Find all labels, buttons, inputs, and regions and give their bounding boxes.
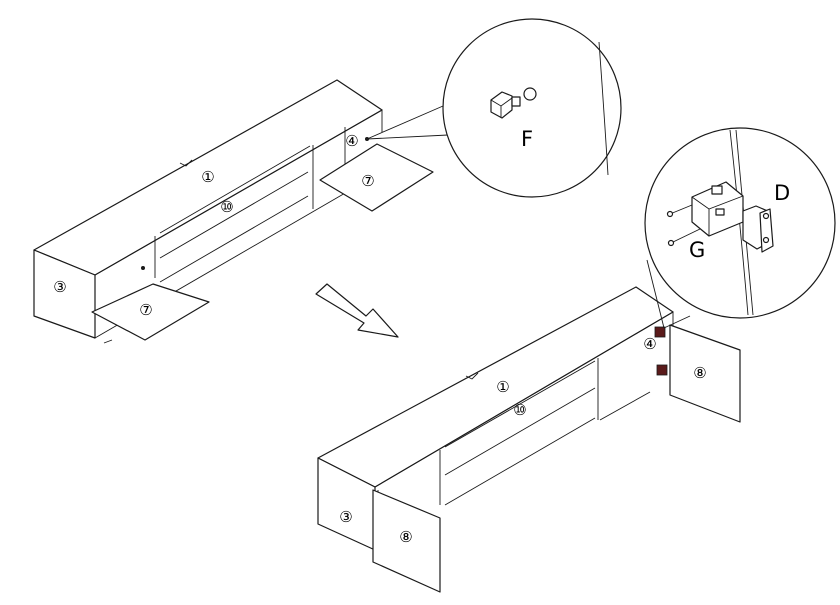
part-number-1: ① bbox=[201, 168, 214, 186]
svg-text:⑧: ⑧ bbox=[693, 364, 706, 382]
detail-circle-hinge: D G bbox=[644, 127, 836, 319]
svg-text:④: ④ bbox=[643, 335, 656, 353]
cam-lock-icon bbox=[490, 87, 537, 119]
svg-text:①: ① bbox=[201, 168, 214, 186]
svg-text:③: ③ bbox=[339, 508, 352, 526]
part-number-10: ⑩ bbox=[220, 198, 233, 216]
label-f: F bbox=[521, 127, 533, 151]
cabinet-stage-1: ① ⑩ ③ ④ ⑦ ⑦ bbox=[33, 79, 434, 344]
hinge-detail-icon bbox=[691, 181, 774, 253]
direction-arrow bbox=[315, 283, 399, 338]
part-number-3: ③ bbox=[53, 278, 66, 296]
cabinet-stage-2: ① ⑩ ③ ④ ⑧ ⑧ bbox=[317, 286, 741, 593]
part-number-10: ⑩ bbox=[513, 401, 526, 419]
part-number-7-left: ⑦ bbox=[139, 301, 152, 319]
part-number-8-right: ⑧ bbox=[693, 364, 706, 382]
detail-circle-f: F bbox=[442, 18, 622, 198]
svg-text:⑩: ⑩ bbox=[513, 401, 526, 419]
leader-lines-hinge bbox=[646, 259, 691, 329]
svg-text:④: ④ bbox=[345, 132, 358, 150]
svg-text:⑦: ⑦ bbox=[139, 301, 152, 319]
part-number-1: ① bbox=[496, 378, 509, 396]
leader-lines-f bbox=[366, 105, 449, 140]
label-g: G bbox=[689, 238, 705, 262]
door-right bbox=[669, 324, 741, 423]
svg-text:⑧: ⑧ bbox=[399, 528, 412, 546]
part-number-4: ④ bbox=[345, 132, 358, 150]
flap-door-right bbox=[319, 143, 434, 212]
label-d: D bbox=[774, 181, 790, 205]
svg-text:⑦: ⑦ bbox=[361, 172, 374, 190]
flap-door-left bbox=[91, 283, 210, 341]
svg-text:③: ③ bbox=[53, 278, 66, 296]
part-number-3: ③ bbox=[339, 508, 352, 526]
part-number-4: ④ bbox=[643, 335, 656, 353]
screw-icon bbox=[666, 204, 701, 247]
hinge-icon bbox=[654, 326, 668, 376]
door-left bbox=[372, 489, 441, 593]
part-number-7-right: ⑦ bbox=[361, 172, 374, 190]
svg-text:①: ① bbox=[496, 378, 509, 396]
svg-text:⑩: ⑩ bbox=[220, 198, 233, 216]
part-number-8-left: ⑧ bbox=[399, 528, 412, 546]
